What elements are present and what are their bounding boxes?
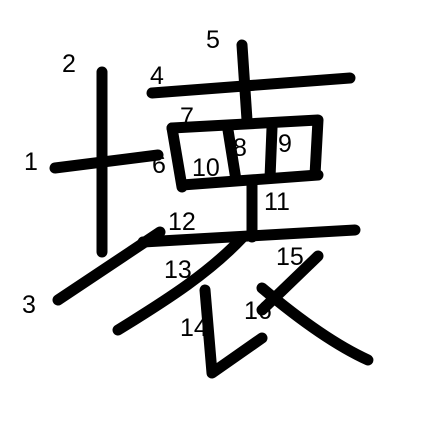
stroke-number-10: 10	[192, 154, 220, 182]
stroke-16	[256, 282, 374, 366]
stroke-8	[222, 124, 242, 186]
stroke-number-1: 1	[24, 148, 38, 176]
stroke-number-8: 8	[233, 134, 247, 162]
stroke-number-11: 11	[264, 188, 290, 216]
stroke-12	[137, 224, 361, 248]
stroke-number-7: 7	[180, 103, 194, 131]
stroke-6	[166, 122, 188, 193]
stroke-number-15: 15	[276, 243, 304, 271]
stroke-13	[112, 231, 249, 336]
stroke-number-4: 4	[150, 62, 164, 90]
stroke-number-6: 6	[152, 151, 166, 179]
stroke-number-12: 12	[168, 208, 196, 236]
stroke-number-14: 14	[180, 314, 208, 342]
stroke-number-9: 9	[278, 130, 292, 158]
stroke-7	[166, 114, 324, 181]
character-strokes	[49, 39, 374, 379]
stroke-number-5: 5	[206, 26, 220, 54]
stroke-number-13: 13	[164, 256, 192, 284]
stroke-number-2: 2	[62, 50, 76, 78]
stroke-9	[264, 122, 278, 184]
stroke-4	[146, 72, 356, 99]
stroke-number-16: 16	[244, 297, 272, 325]
stroke-number-3: 3	[22, 291, 36, 319]
stroke-14	[199, 284, 268, 379]
stroke-5	[236, 39, 253, 126]
